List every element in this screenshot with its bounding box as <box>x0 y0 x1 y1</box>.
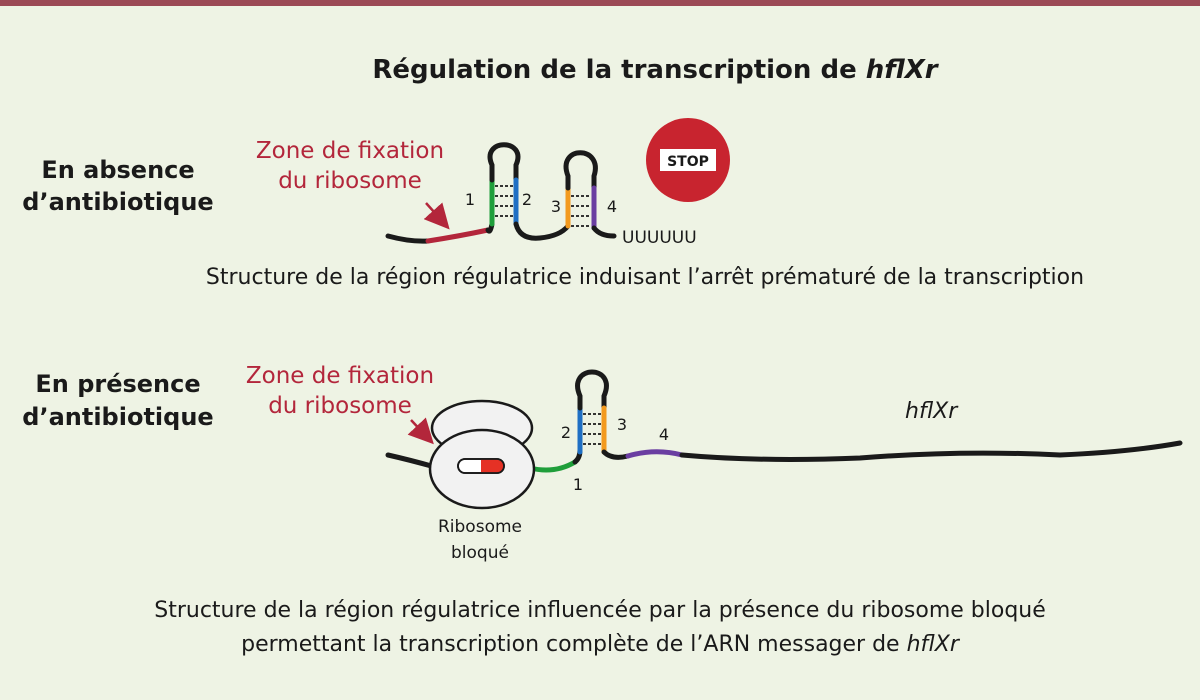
stop-sign-text: STOP <box>667 154 709 170</box>
rna-loop-2-top <box>563 150 598 191</box>
rna-tail-left-bottom <box>385 452 438 470</box>
page-title: Régulation de la transcription de hflXr <box>372 55 939 85</box>
condition-absence-line2: d’antibiotique <box>22 188 213 216</box>
base-pairs-3-4-top <box>571 195 591 227</box>
stop-sign-label-bg <box>660 149 716 171</box>
zone-label-bottom-line1: Zone de fixation <box>246 363 434 389</box>
rna-structure-top <box>385 142 617 244</box>
segment-number-4-top: 4 <box>607 197 617 216</box>
zone-label-bottom-line2: du ribosome <box>268 393 412 419</box>
ribosome-label-line1: Ribosome <box>438 517 522 537</box>
rna-mrna-tail <box>679 440 1183 462</box>
segment-number-4-bottom: 4 <box>659 425 669 444</box>
gene-label: hflXr <box>905 399 959 424</box>
antibiotic-capsule-icon <box>457 458 505 474</box>
rna-tail-left-top <box>385 233 431 244</box>
segment-number-2-bottom: 2 <box>561 423 571 442</box>
zone-label-top-line2: du ribosome <box>278 168 422 194</box>
zone-arrow-bottom <box>407 417 434 445</box>
base-pairs-2-3-bottom <box>583 413 601 445</box>
segment-number-1-bottom: 1 <box>573 475 583 494</box>
zone-label-top-line1: Zone de fixation <box>256 138 444 164</box>
caption-bottom-line1: Structure de la région régulatrice influ… <box>154 598 1046 623</box>
segment-number-1-top: 1 <box>465 190 475 209</box>
ribosome <box>428 399 536 510</box>
base-pairs-1-2-top <box>495 185 513 217</box>
caption-bottom-line2: permettant la transcription complète de … <box>241 632 961 657</box>
rna-loop-bottom <box>575 369 609 411</box>
rna-structure-bottom <box>385 369 1183 473</box>
condition-presence-line2: d’antibiotique <box>22 403 213 431</box>
rna-segment-ribosome-site-top <box>425 227 491 244</box>
top-accent-bar <box>0 0 1200 6</box>
condition-presence-line1: En présence <box>35 370 200 398</box>
zone-arrow-top <box>423 202 450 230</box>
rna-loop-1-top <box>487 142 521 183</box>
poly-u-label: UUUUUU <box>622 228 697 248</box>
stop-sign: STOP <box>646 118 730 202</box>
segment-number-2-top: 2 <box>522 190 532 209</box>
ribosome-label-line2: bloqué <box>451 543 509 563</box>
condition-absence-line1: En absence <box>41 156 194 184</box>
segment-number-3-top: 3 <box>551 197 561 216</box>
caption-top: Structure de la région régulatrice indui… <box>206 265 1084 290</box>
rna-segment-4-bottom <box>625 449 685 459</box>
segment-number-3-bottom: 3 <box>617 415 627 434</box>
rna-segment-1-bottom <box>527 459 578 473</box>
